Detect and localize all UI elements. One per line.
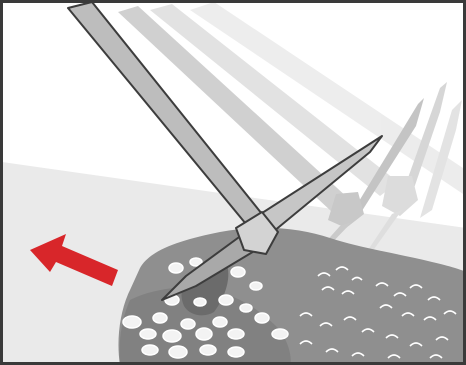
pickaxe-illustration	[0, 0, 466, 365]
